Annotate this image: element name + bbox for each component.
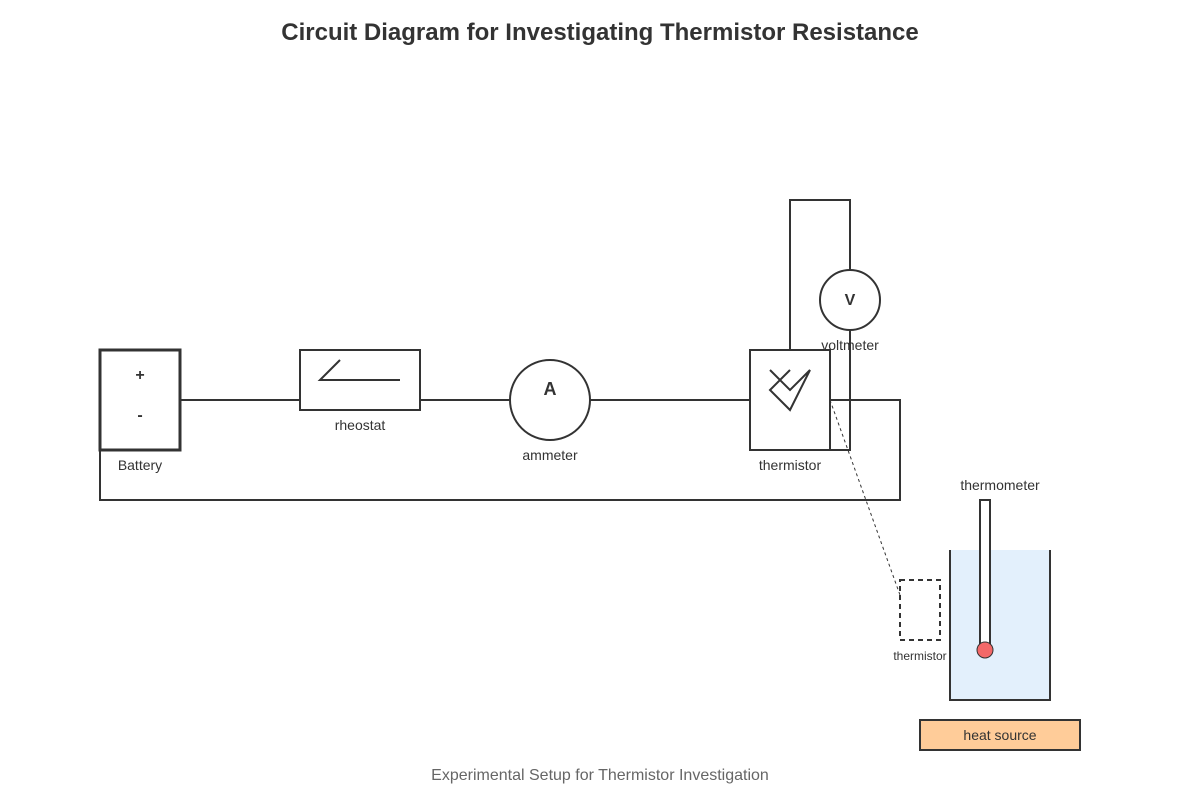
voltmeter-symbol: V: [845, 292, 856, 309]
battery-body: [98, 348, 182, 452]
thermometer-bulb: [976, 641, 994, 659]
immersed-thermistor-box: [899, 579, 941, 641]
thermometer: thermometer: [960, 477, 1040, 659]
circuit-wires: [99, 199, 901, 501]
wire-voltmeter-left: [789, 199, 851, 350]
rheostat: rheostat: [299, 349, 421, 433]
thermistor-label: thermistor: [759, 457, 822, 473]
wire-return-loop: [99, 399, 901, 501]
battery-label: Battery: [118, 457, 162, 473]
immersed-thermistor: thermistor: [893, 579, 947, 663]
wire-voltmeter-right: [830, 330, 851, 451]
thermometer-label: thermometer: [960, 477, 1040, 493]
heat-source-body: [919, 719, 1081, 751]
thermistor-connector-line: [829, 399, 901, 596]
voltmeter-label: voltmeter: [821, 337, 879, 353]
page-title: Circuit Diagram for Investigating Thermi…: [281, 19, 919, 46]
ammeter: A ammeter: [509, 359, 591, 463]
diagram-caption: Experimental Setup for Thermistor Invest…: [431, 767, 769, 784]
ammeter-body: [509, 359, 591, 441]
rheostat-slider-icon: [317, 359, 400, 381]
beaker-outline: [949, 550, 1051, 701]
ammeter-symbol: A: [544, 379, 557, 399]
thermometer-stem: [979, 499, 991, 646]
thermistor-body: [749, 349, 831, 451]
battery-minus-sign: -: [137, 407, 142, 424]
water: [950, 550, 1050, 700]
ammeter-label: ammeter: [522, 447, 578, 463]
heat-source-label: heat source: [963, 727, 1036, 743]
thermistor: thermistor: [749, 349, 831, 473]
battery-plus-sign: +: [135, 367, 144, 384]
beaker: [949, 550, 1051, 701]
heat-source: heat source: [919, 719, 1081, 751]
voltmeter-body: [819, 269, 881, 331]
battery: + - Battery: [98, 348, 182, 473]
thermistor-symbol-icon: [768, 369, 811, 412]
rheostat-label: rheostat: [335, 417, 386, 433]
immersed-thermistor-label: thermistor: [893, 649, 946, 663]
voltmeter: V voltmeter: [819, 269, 881, 353]
